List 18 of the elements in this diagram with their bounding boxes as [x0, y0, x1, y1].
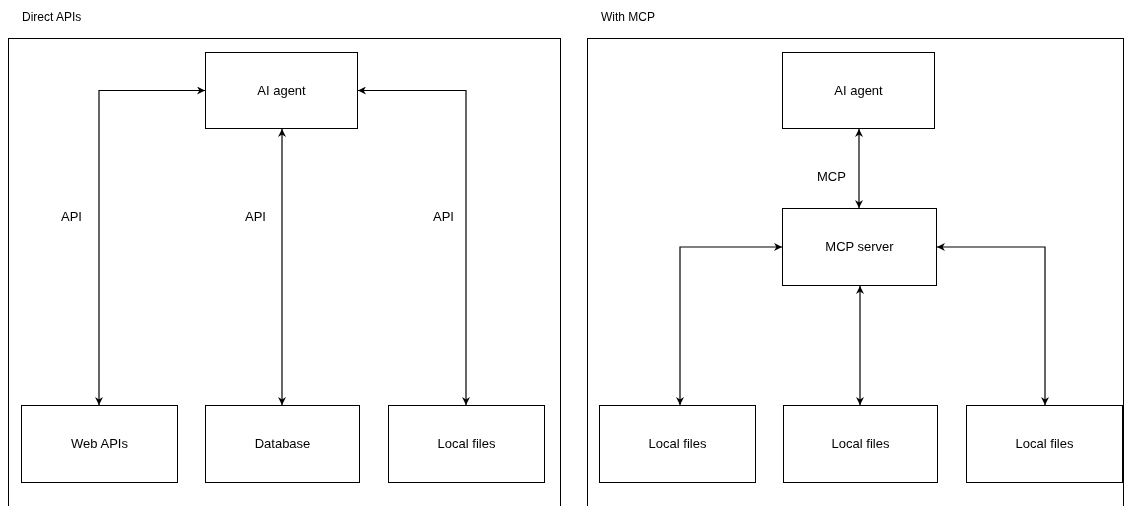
process-box: Local files [388, 405, 545, 483]
process-box: Local files [966, 405, 1123, 483]
arrow [856, 285, 864, 406]
arrow [357, 86, 470, 406]
process-box: AI agent [782, 52, 935, 129]
process-box: Local files [783, 405, 938, 483]
panel-title: Direct APIs [22, 9, 82, 26]
process-box: Database [205, 405, 360, 483]
arrow [676, 243, 783, 406]
arrow [278, 128, 286, 406]
process-box: AI agent [205, 52, 358, 129]
arrow [95, 86, 206, 406]
process-box: Local files [599, 405, 756, 483]
panel-title: With MCP [601, 9, 655, 26]
arrow [855, 128, 863, 209]
process-box: Web APIs [21, 405, 178, 483]
arrow [936, 243, 1049, 406]
process-box: MCP server [782, 208, 937, 286]
